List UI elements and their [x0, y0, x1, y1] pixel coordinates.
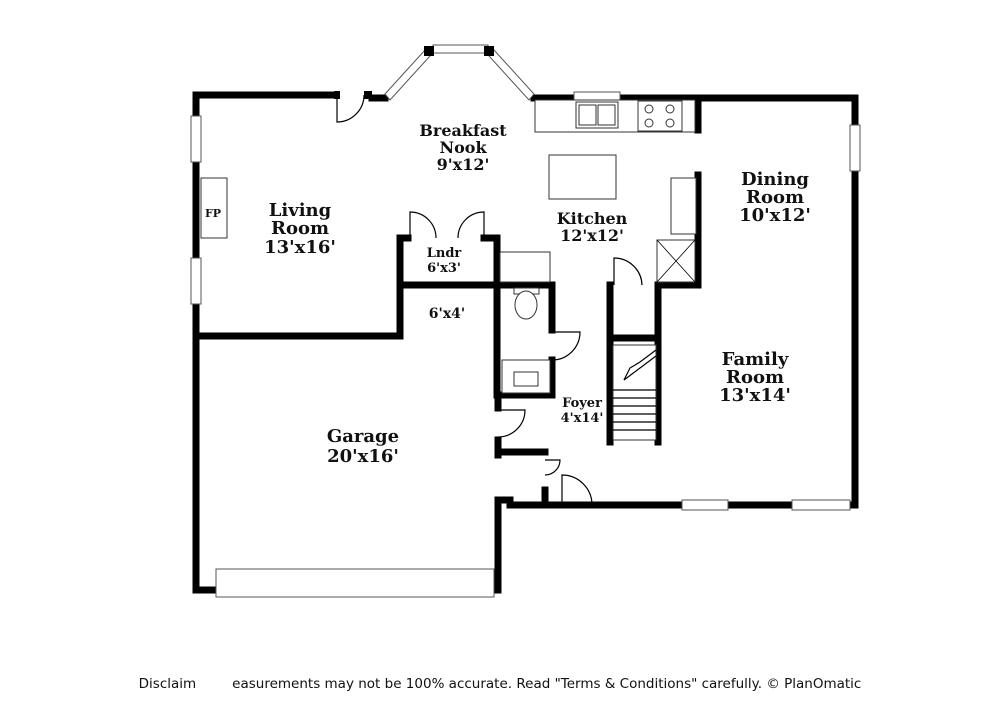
hall-dims: 6'x4' [429, 306, 465, 322]
family-room-name-1: Family [722, 349, 789, 370]
dining-room-name-2: Room [746, 187, 804, 208]
breakfast-nook-name-2: Nook [439, 138, 487, 157]
family-room-name-2: Room [726, 367, 784, 388]
disclaimer-right: easurements may not be 100% accurate. Re… [232, 676, 862, 692]
bay-window [384, 44, 535, 101]
living-room-name-2: Room [271, 218, 329, 239]
garage-dims: 20'x16' [327, 446, 399, 467]
foyer-dims: 4'x14' [561, 411, 604, 426]
laundry-dims: 6'x3' [427, 261, 461, 276]
windows [190, 91, 861, 598]
laundry-name: Lndr [427, 246, 462, 261]
garage-name: Garage [327, 426, 399, 447]
foyer-name: Foyer [562, 396, 602, 411]
kitchen-dims: 12'x12' [560, 226, 624, 245]
dining-room-name-1: Dining [741, 169, 809, 190]
doors [334, 91, 643, 506]
fireplace-label: FP [205, 207, 221, 220]
kitchen-name: Kitchen [557, 209, 628, 228]
breakfast-nook-name-1: Breakfast [419, 121, 507, 140]
stairs [612, 344, 657, 441]
interior-walls [199, 94, 702, 504]
living-room-name-1: Living [269, 200, 332, 221]
bathroom-fixtures [501, 287, 551, 394]
disclaimer-left: Disclaim [138, 676, 197, 692]
disclaimer-redaction [196, 677, 233, 691]
kitchen-fixtures [499, 99, 697, 283]
fireplace: FP [200, 177, 228, 239]
living-room-dims: 13'x16' [264, 237, 336, 258]
disclaimer-text: Disclaim easurements may not be 100% accu… [0, 676, 1000, 692]
breakfast-nook-dims: 9'x12' [437, 155, 490, 174]
family-room-dims: 13'x14' [719, 385, 791, 406]
room-labels: Breakfast Nook 9'x12' Living Room 13'x16… [264, 121, 811, 467]
dining-room-dims: 10'x12' [739, 205, 811, 226]
exterior-walls [192, 51, 859, 594]
